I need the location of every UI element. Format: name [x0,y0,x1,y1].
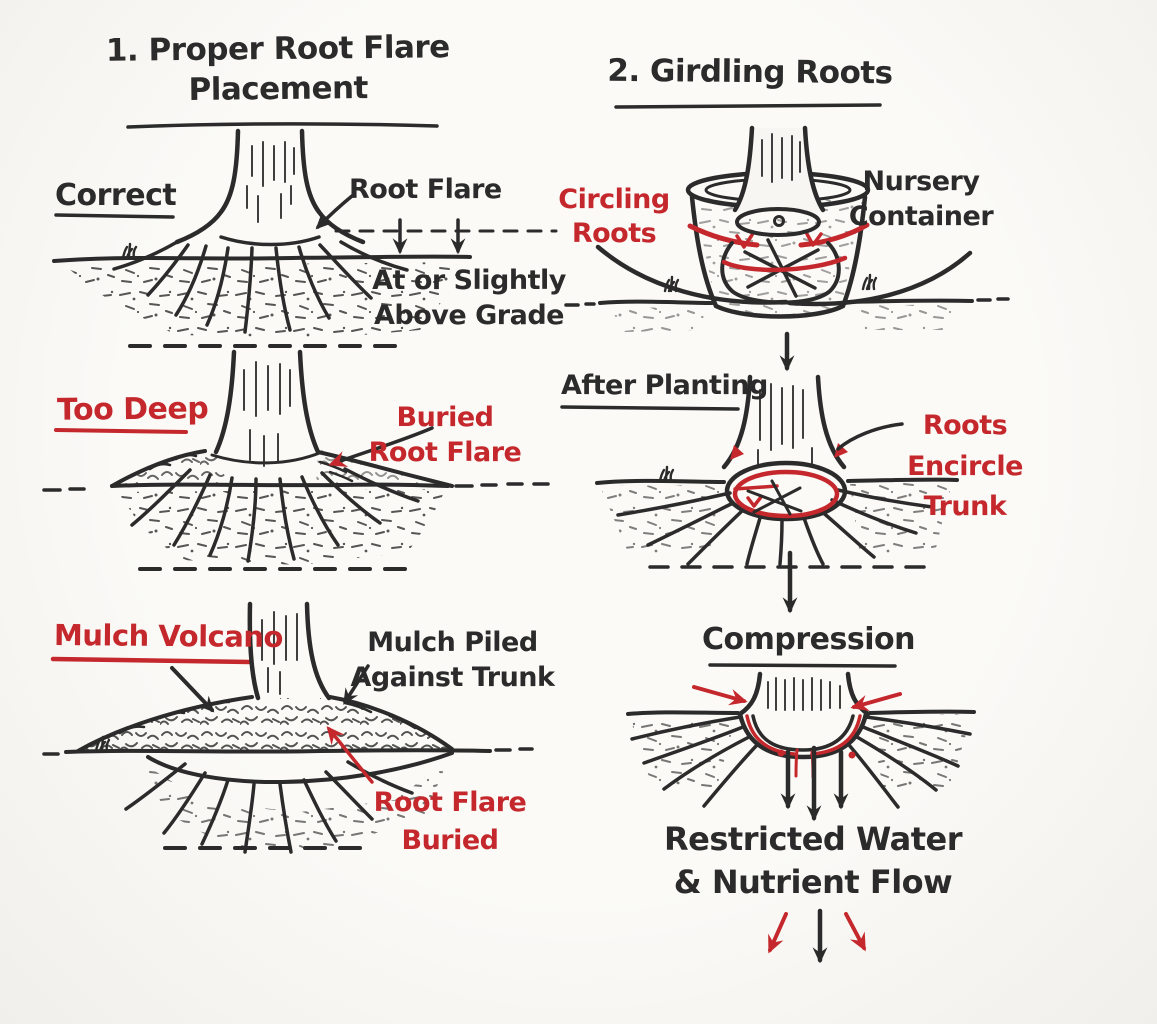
too-deep-tree-drawing [42,349,550,571]
mulch-volcano-trunk [247,601,332,701]
roots-encircle-trunk-label: Roots Encircle Trunk [907,410,1023,522]
mulch-piled-arrow-icon [343,664,370,705]
mulch-volcano-heading: Mulch Volcano [53,618,284,654]
compressed-flare-cup [737,711,869,760]
correct-annotations [315,194,558,255]
correct-trunk [174,128,366,245]
compression-drawing [626,671,976,822]
nursery-container-drawing [564,125,1010,372]
nursery-container-label: Nursery Container [848,166,994,233]
escaping-root-sweep [595,244,789,305]
red-down-left-arrow-icon [768,912,788,954]
hand-underlines [50,103,897,668]
mulch-volcano-drawing [42,601,534,854]
bottom-flow-arrows [768,908,866,964]
compression-heading: Compression [702,622,915,657]
circling-roots-label: Circling Roots [558,184,670,249]
root-tip-red [730,445,744,460]
compression-arrow-left-icon [692,685,748,706]
correct-roots [112,240,409,334]
mulch-volcano-roots [124,760,414,854]
restricted-flow-label: Restricted Water & Nutrient Flow [664,820,962,902]
right-panel-title: 2. Girdling Roots [607,52,893,92]
mulch-piled-label: Mulch Piled Against Trunk [350,627,555,694]
left-panel-title: 1. Proper Root Flare Placement [105,29,450,108]
girdling-ring-red [732,469,840,519]
root-flare-buried-arrow-icon [326,726,374,784]
escaping-root-sweep [787,250,973,307]
circling-root-band [798,222,870,248]
after-planting-drawing [595,374,959,614]
root-tip-red [834,443,848,458]
compression-arrow-right-icon [850,692,902,712]
mulch-volcano-arrow-icon [170,666,215,713]
root-flare-label: Root Flare [349,174,502,205]
after-planting-heading: After Planting [561,370,768,401]
correct-heading: Correct [55,178,177,213]
restricted-flow-arrows [780,745,849,822]
buried-root-flare-label: Buried Root Flare [368,402,522,469]
too-deep-heading: Too Deep [56,391,209,428]
compression-roots [630,715,972,809]
red-down-right-arrow-icon [844,912,866,952]
root-flare-buried-label: Root Flare Buried [373,787,527,856]
after-planting-trunk [721,374,847,470]
root-flare-arrow-icon [315,194,354,230]
correct-tree-drawing [52,128,472,348]
encircle-pointer-line [836,422,904,451]
girdling-ring [724,460,848,522]
circling-root-band [687,223,760,248]
too-deep-trunk [213,349,321,455]
grade-label: At or Slightly Above Grade [372,265,566,332]
buried-flare-arrow-icon [328,426,434,467]
